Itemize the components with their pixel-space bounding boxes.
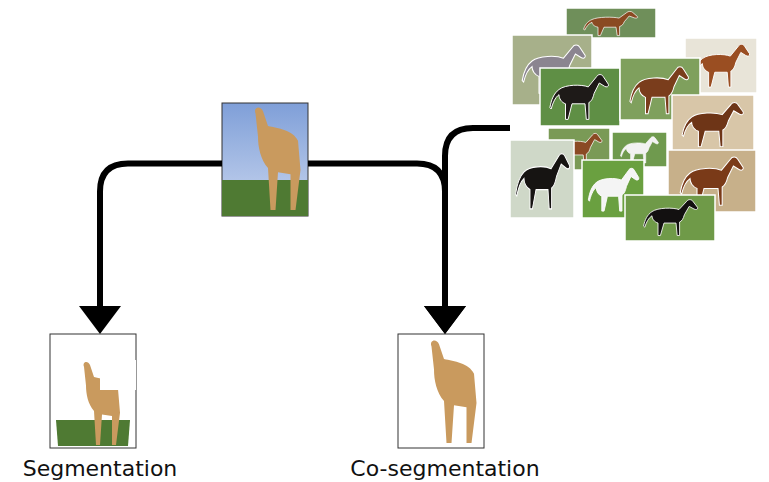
source-photo	[222, 103, 308, 216]
flow-arrow	[79, 164, 222, 335]
image-collection	[510, 5, 758, 243]
segmentation-result	[50, 334, 136, 448]
arrow-line	[100, 164, 222, 309]
segmentation-result: Segmentation	[2, 334, 198, 482]
arrow-head	[424, 306, 466, 334]
cosegmentation-result: Co-segmentation	[334, 334, 556, 482]
source-image	[222, 103, 308, 216]
caption: Co-segmentation	[334, 456, 556, 482]
arrow-line	[445, 128, 510, 308]
caption: Segmentation	[2, 456, 198, 482]
flow-arrow	[424, 128, 510, 334]
arrow-head	[79, 306, 121, 334]
arrow-line	[308, 164, 445, 309]
cosegmentation-result	[398, 334, 484, 448]
image-collection	[510, 8, 757, 241]
arrow-head	[424, 306, 466, 334]
